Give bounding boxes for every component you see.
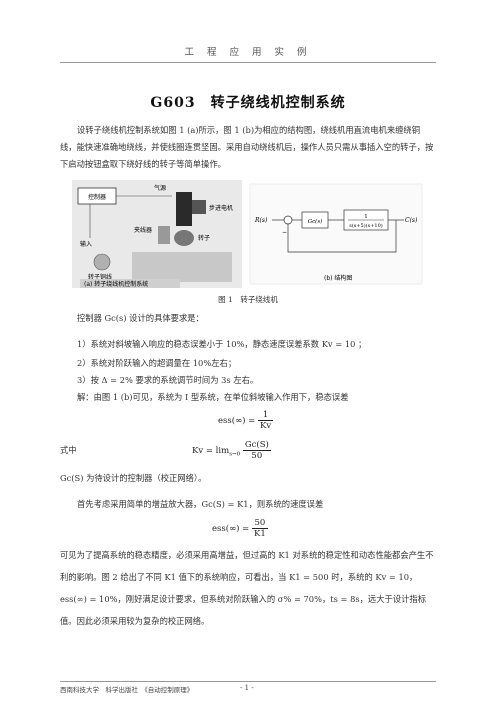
requirement-3: 3）按 Δ = 2% 要求的系统调节时间为 3s 左右。 bbox=[60, 372, 436, 389]
equation-3-den: K1 bbox=[254, 529, 266, 539]
requirement-2-text: 系统对阶跃输入的超调量在 10%左右； bbox=[90, 358, 237, 368]
page-number: - 1 - bbox=[240, 684, 254, 692]
controller-label: 控制器 bbox=[88, 193, 106, 201]
rotor-label: 转子 bbox=[198, 234, 210, 242]
spindle-assembly bbox=[176, 192, 192, 226]
requirement-3-num: 3） bbox=[77, 375, 91, 385]
sum-sign: − bbox=[282, 229, 287, 236]
wire-holder-label: 夹线器 bbox=[134, 226, 152, 234]
equation-1-lhs: ess(∞) = bbox=[218, 416, 256, 426]
header-divider bbox=[60, 62, 436, 63]
intro-text: 设转子绕线机控制系统如图 1 (a)所示，图 1 (b)为相应的结构图，绕线机用… bbox=[60, 125, 434, 169]
cs-label: C(s) bbox=[405, 217, 418, 224]
solution-text: 解：由图 1 (b)可见，系统为 I 型系统，在单位斜坡输入作用下，稳态误差 bbox=[77, 392, 349, 402]
machine-base bbox=[132, 252, 232, 282]
requirement-3-text: 按 Δ = 2% 要求的系统调节时间为 3s 左右。 bbox=[90, 375, 259, 385]
requirement-2-num: 2） bbox=[77, 358, 91, 368]
stepper-motor bbox=[192, 200, 206, 214]
running-header: 工 程 应 用 实 例 bbox=[184, 47, 312, 58]
rs-label: R(s) bbox=[254, 217, 268, 224]
gc-note: Gc(S) 为待设计的控制器（校正网络）。 bbox=[60, 473, 207, 483]
equation-2-limit-sub: s→0 bbox=[229, 451, 241, 458]
wire-spool-label: 转子铜线 bbox=[88, 273, 112, 281]
equation-3-lhs: ess(∞) = bbox=[212, 524, 250, 534]
stepper-motor-label: 步进电机 bbox=[209, 204, 233, 212]
where-label: 式中 bbox=[60, 445, 77, 455]
intro-paragraph: 设转子绕线机控制系统如图 1 (a)所示，图 1 (b)为相应的结构图，绕线机用… bbox=[60, 122, 436, 173]
figure-1: 控制器 输入 气源 步进电机 转子 夹线器 转子铜线 (a) 转子绕线机控制系统… bbox=[72, 180, 424, 288]
analysis-paragraph: 可见为了提高系统的稳态精度，必须采用高增益，但过高的 K1 对系统的稳定性和动态… bbox=[60, 550, 434, 626]
equation-2-lhs: Kv = lim bbox=[192, 446, 230, 456]
requirement-2: 2）系统对阶跃输入的超调量在 10%左右； bbox=[60, 355, 436, 372]
panel-b-background bbox=[249, 183, 423, 285]
equation-2-num: Gc(S) bbox=[242, 440, 271, 451]
footer-divider bbox=[60, 681, 436, 682]
footer-publisher: 西南科技大学 科学出版社 《自动控制原理》 bbox=[60, 686, 194, 694]
equation-1-num: 1 bbox=[258, 410, 274, 421]
requirement-1-text: 系统对斜坡输入响应的稳态误差小于 10%，静态速度误差系数 Kv = 10 ； bbox=[90, 339, 367, 349]
gc-label: Gc(s) bbox=[308, 218, 323, 225]
panel-b-caption: (b) 结构图 bbox=[324, 274, 352, 282]
air-source-label: 气源 bbox=[154, 184, 166, 192]
input-label: 输入 bbox=[80, 240, 92, 248]
panel-b: R(s) − Gc(s) 1 s(s+5)(s+10) C(s) (b) 结构图 bbox=[249, 183, 423, 285]
equation-2-fraction: Gc(S)50 bbox=[242, 440, 271, 461]
wire-spool bbox=[93, 253, 111, 271]
design-intro: 控制器 Gc(s) 设计的具体要求是： bbox=[60, 310, 436, 327]
figure-1-svg: 控制器 输入 气源 步进电机 转子 夹线器 转子铜线 (a) 转子绕线机控制系统… bbox=[72, 180, 423, 288]
rotor-body bbox=[174, 230, 194, 246]
equation-2-den: 50 bbox=[251, 451, 263, 461]
design-intro-text: 控制器 Gc(s) 设计的具体要求是： bbox=[77, 313, 204, 323]
gain-paragraph: 首先考虑采用简单的增益放大器，Gc(S) = K1，则系统的速度误差 bbox=[60, 496, 436, 513]
figure-caption: 图 1 转子绕线机 bbox=[218, 295, 278, 304]
equation-1-den: Kv bbox=[260, 421, 272, 431]
feedback-path bbox=[287, 220, 397, 253]
panel-a-caption: (a) 转子绕线机控制系统 bbox=[84, 280, 148, 288]
requirement-1: 1）系统对斜坡输入响应的稳态误差小于 10%，静态速度误差系数 Kv = 10 … bbox=[60, 336, 436, 353]
solution-paragraph: 解：由图 1 (b)可见，系统为 I 型系统，在单位斜坡输入作用下，稳态误差 bbox=[60, 389, 436, 406]
requirement-1-num: 1） bbox=[77, 339, 91, 349]
gain-paragraph-text: 首先考虑采用简单的增益放大器，Gc(S) = K1，则系统的速度误差 bbox=[77, 499, 324, 509]
equation-2: Kv = lims→0 Gc(S)50 bbox=[192, 440, 271, 461]
plant-numerator: 1 bbox=[364, 214, 368, 220]
plant-denominator: s(s+5)(s+10) bbox=[349, 222, 382, 229]
panel-a-caption-bg bbox=[80, 279, 180, 288]
equation-3-num: 50 bbox=[252, 518, 268, 529]
wire-holder bbox=[158, 226, 170, 244]
section-title: G603 转子绕线机控制系统 bbox=[150, 95, 346, 111]
panel-a: 控制器 输入 气源 步进电机 转子 夹线器 转子铜线 (a) 转子绕线机控制系统 bbox=[72, 180, 242, 288]
